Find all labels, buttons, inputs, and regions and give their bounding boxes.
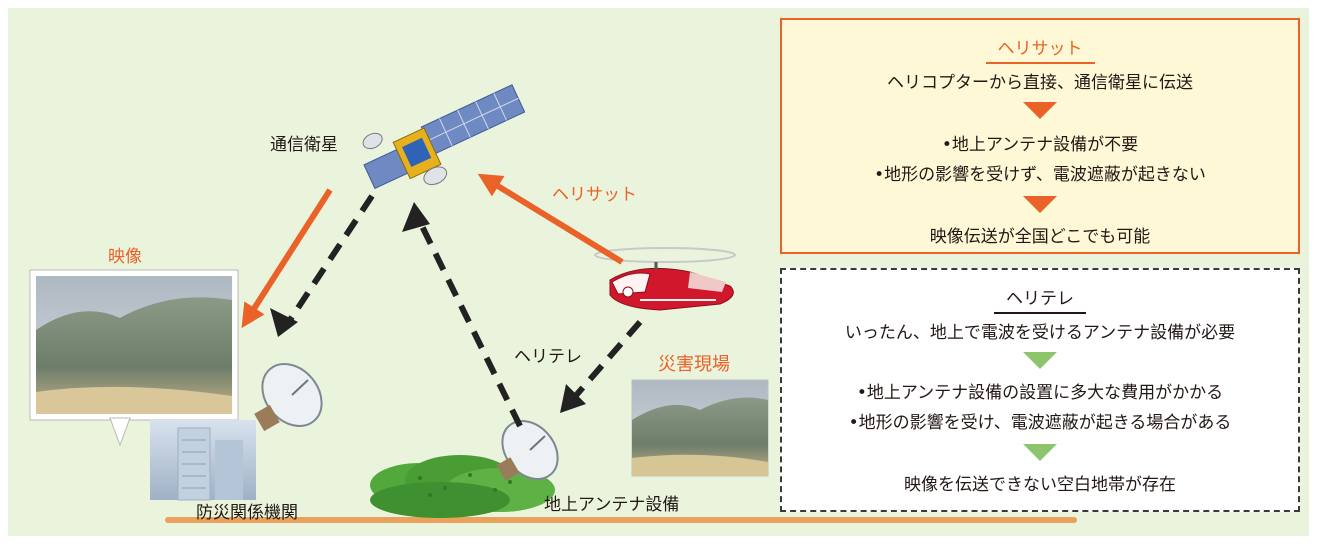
heritele-info-box: ヘリテレ いったん、地上で電波を受けるアンテナ設備が必要 •地上アンテナ設備の設… xyxy=(780,268,1300,512)
green-hills xyxy=(370,455,555,518)
ground-dish xyxy=(496,420,559,481)
helisat-arrow-label: ヘリサット xyxy=(552,185,637,205)
agency-dish xyxy=(254,363,323,432)
heritele-arrow-label: ヘリテレ xyxy=(514,347,582,367)
helisat-arrow-to-satellite xyxy=(477,173,624,265)
helisat-box-title: ヘリサット xyxy=(782,34,1298,64)
helicopter xyxy=(594,247,736,311)
video-arrow-to-agency xyxy=(241,188,333,329)
helisat-info-box: ヘリサット ヘリコプターから直接、通信衛星に伝送 •地上アンテナ設備が不要 •地… xyxy=(780,18,1300,254)
helisat-box-line1: ヘリコプターから直接、通信衛星に伝送 xyxy=(887,73,1193,93)
dashed-arrowhead-agency xyxy=(270,308,298,337)
heritele-box-line1: いったん、地上で電波を受けるアンテナ設備が必要 xyxy=(844,323,1236,343)
video-label: 映像 xyxy=(108,247,142,267)
helisat-arrow-down-1 xyxy=(1023,102,1057,119)
ground-antenna-label: 地上アンテナ設備 xyxy=(544,495,680,515)
helisat-box-line3: •地形の影響を受けず、電波遮蔽が起きない xyxy=(874,165,1206,185)
heritele-arrow-ground-to-sat xyxy=(417,220,523,428)
satellite xyxy=(362,84,526,190)
disaster-site-label: 災害現場 xyxy=(658,354,730,375)
heritele-arrow-down-2 xyxy=(1023,444,1057,461)
heritele-arrow-heli-to-ground xyxy=(569,320,643,402)
heritele-box-line2: •地上アンテナ設備の設置に多大な費用がかかる xyxy=(856,383,1224,403)
heritele-arrow-down-1 xyxy=(1023,352,1057,369)
dashed-arrowhead-satellite xyxy=(402,202,430,232)
heritele-box-title: ヘリテレ xyxy=(782,284,1298,314)
helisat-arrow-down-2 xyxy=(1023,196,1057,213)
ground-line xyxy=(165,517,1077,523)
dashed-arrowhead-ground xyxy=(560,384,586,413)
helisat-box-line2: •地上アンテナ設備が不要 xyxy=(941,135,1139,155)
disaster-agency-label: 防災関係機関 xyxy=(196,503,298,523)
agency-building xyxy=(150,420,256,501)
disaster-photo xyxy=(631,379,769,477)
helisat-box-result: 映像伝送が全国どこでも可能 xyxy=(929,227,1151,247)
satellite-label: 通信衛星 xyxy=(270,135,338,155)
video-photo xyxy=(29,269,239,447)
heritele-box-line3: •地形の影響を受け、電波遮蔽が起きる場合がある xyxy=(848,413,1232,433)
heritele-box-result: 映像を伝送できない空白地帯が存在 xyxy=(904,475,1176,495)
heritele-arrow-sat-to-agency xyxy=(283,194,375,328)
